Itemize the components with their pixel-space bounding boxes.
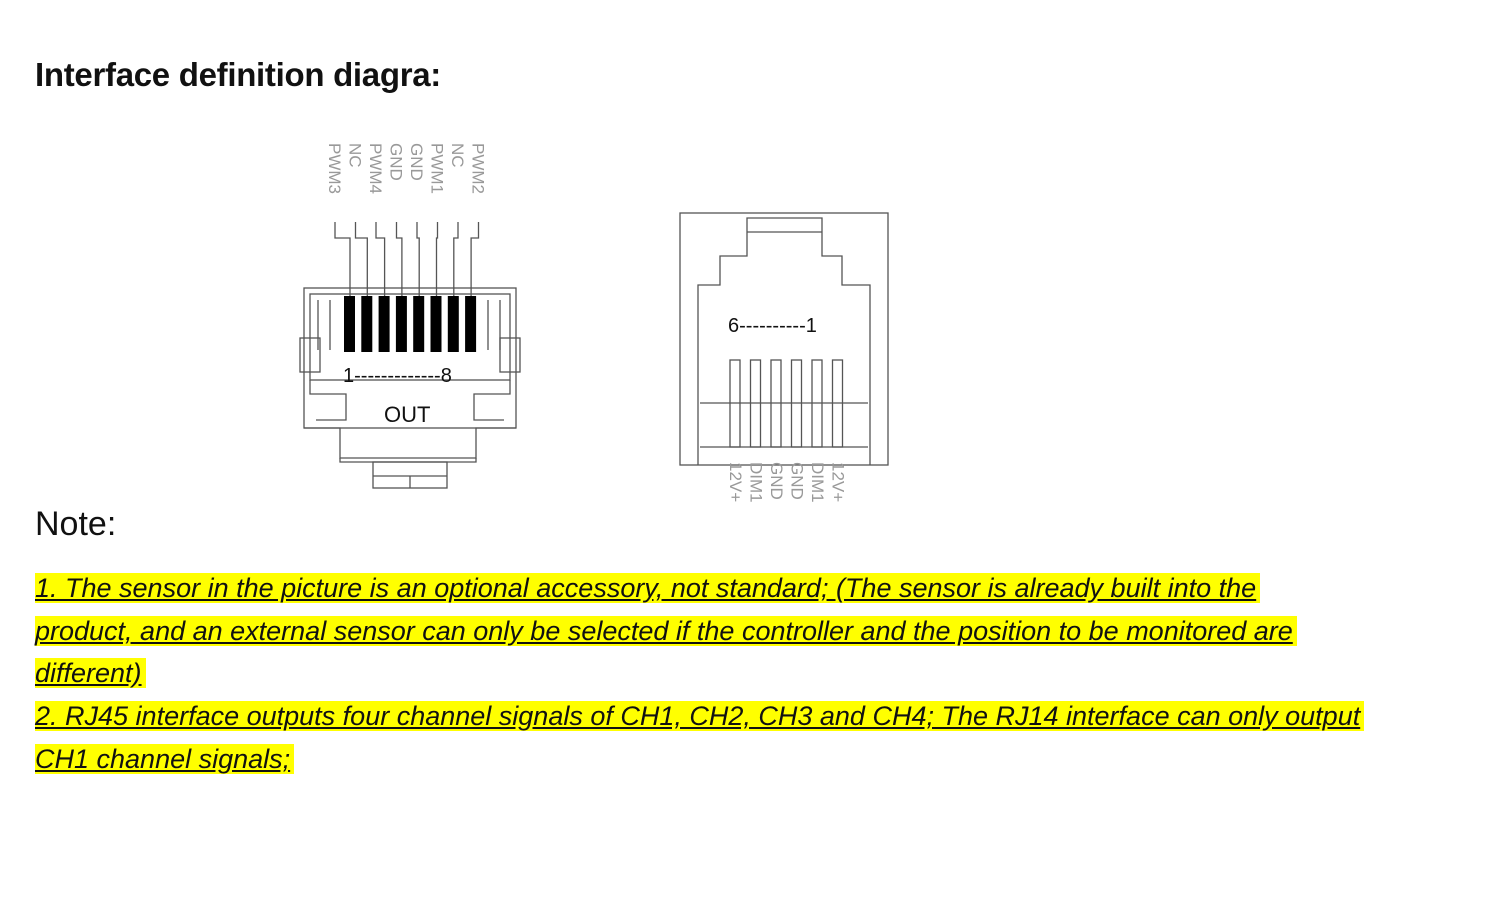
rj14-pin-label: 12V+ [829, 462, 848, 502]
rj45-pin-label: GND [387, 143, 406, 181]
note-line-2: product, and an external sensor can only… [35, 610, 1297, 652]
note-line-3: different) [35, 652, 146, 694]
note-text: 1. The sensor in the picture is an optio… [35, 573, 1261, 603]
note-text: product, and an external sensor can only… [35, 616, 1297, 646]
rj14-contact [729, 359, 741, 448]
rj14-pin-label: DIM1 [808, 462, 827, 503]
rj45-pin-label: PWM1 [428, 143, 447, 194]
rj14-pin-range: 6----------1 [728, 315, 817, 337]
rj45-pin-label: PWM3 [325, 143, 344, 194]
rj45-pin-label: NC [448, 143, 467, 168]
rj45-contact [378, 296, 390, 352]
rj45-lead [470, 222, 480, 296]
rj14-contact [770, 359, 782, 448]
page-title: Interface definition diagra: [35, 56, 441, 93]
rj45-pin-label: GND [407, 143, 426, 181]
rj45-lead [395, 222, 403, 296]
rj45-lead [354, 222, 368, 296]
note-text: different) [35, 658, 146, 688]
rj14-contact [831, 359, 844, 448]
rj45-contact [465, 296, 477, 352]
rj45-contact [344, 296, 355, 352]
rj45-pin-range: 1-------------8 [343, 365, 452, 387]
rj45-contact [430, 296, 442, 352]
rj45-lead [375, 222, 386, 296]
rj45-contact [447, 296, 459, 352]
rj14-pin-label: GND [767, 462, 786, 500]
rj45-pin-label: PWM2 [469, 143, 488, 194]
note-text: 2. RJ45 interface outputs four channel s… [35, 701, 1365, 731]
rj45-out-label: OUT [384, 402, 430, 427]
rj45-pin-label: PWM4 [366, 143, 385, 194]
note-line-4: 2. RJ45 interface outputs four channel s… [35, 695, 1365, 737]
rj45-pin-label: NC [346, 143, 365, 168]
rj14-pin-label: DIM1 [747, 462, 766, 503]
note-heading: Note: [35, 505, 117, 543]
rj45-contact [395, 296, 407, 352]
rj14-contact [749, 359, 762, 448]
rj14-pin-label: 12V+ [726, 462, 745, 502]
rj14-pin-label: GND [788, 462, 807, 500]
rj45-lead [453, 222, 459, 296]
note-line-1: 1. The sensor in the picture is an optio… [35, 567, 1261, 609]
rj45-contact [413, 296, 425, 352]
rj14-contact [790, 359, 803, 448]
rj45-lead [435, 222, 439, 296]
rj45-lead [416, 222, 420, 296]
rj45-contact [361, 296, 373, 352]
note-text: CH1 channel signals; [35, 744, 295, 774]
rj45-lead [334, 222, 351, 296]
note-line-5: CH1 channel signals; [35, 738, 295, 780]
rj14-contact [811, 359, 823, 448]
